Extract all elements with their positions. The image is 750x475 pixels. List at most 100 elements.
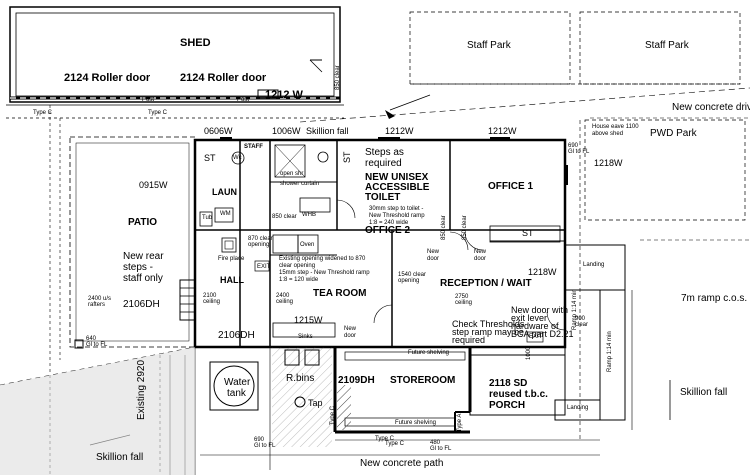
- shower-curtain: shower curtain: [280, 181, 320, 187]
- water-tank-1: Water: [224, 377, 251, 388]
- opening-note-4: 1:8 = 120 wide: [279, 277, 319, 283]
- new-door-right-1: New: [474, 249, 487, 255]
- rafters-2: rafters: [88, 302, 106, 308]
- window-0606: 0606W: [204, 126, 233, 136]
- type-c-4: Type C: [385, 441, 405, 447]
- roller-door-left: 2124 Roller door: [64, 72, 151, 84]
- rear-steps-1: New rear: [123, 251, 164, 262]
- water-tank-shape: [209, 349, 320, 411]
- gl-fl-left-2: Gl to FL: [86, 342, 108, 348]
- steps-required-1: Steps as: [365, 147, 404, 158]
- rafters-1: 2400 u/s: [88, 296, 112, 302]
- door-1000: 1000: [526, 346, 532, 360]
- gl-fl-mid-2: Gl to FL: [430, 446, 452, 452]
- unisex-toilet-1: NEW UNISEX: [365, 172, 429, 183]
- porch-line-1: 2118 SD: [489, 378, 528, 389]
- pwd-park: PWD Park: [650, 128, 697, 139]
- sinks-label: Sinks: [298, 334, 313, 340]
- check-note-3: required: [452, 335, 486, 345]
- unisex-toilet-2: ACCESSIBLE: [365, 182, 430, 193]
- ceiling-hall-2: ceiling: [203, 299, 221, 305]
- tap-label: Tap: [308, 398, 323, 408]
- patio-label: PATIO: [128, 217, 158, 228]
- landing-bottom: Landing: [567, 405, 589, 411]
- exit-note-1: New door with: [511, 305, 569, 315]
- existing-2920: Existing 2920: [136, 359, 147, 420]
- clear-850-b: 850 clear: [441, 215, 447, 240]
- wc-label: Wc: [233, 155, 242, 161]
- clear-850-c: 850 clear: [462, 215, 468, 240]
- gl-top-1: 690: [568, 143, 579, 149]
- clear-870-2: opening: [248, 242, 270, 248]
- tub-label: Tub: [202, 215, 213, 221]
- clear-1540-2: opening: [398, 278, 420, 284]
- tea-room-label: TEA ROOM: [313, 288, 367, 299]
- concrete-path: New concrete path: [360, 458, 444, 469]
- window-2109: 2109DH: [338, 375, 375, 386]
- exit-note-4: BCA part D2.21: [511, 329, 574, 339]
- fire-place-label: Fire place: [218, 256, 245, 262]
- reception-label: RECEPTION / WAIT: [440, 278, 532, 289]
- st-label-2: ST: [342, 151, 352, 163]
- window-1212b: 1212W: [488, 126, 517, 136]
- gl-fl-mid-1: 480: [430, 440, 441, 446]
- window-1218a: 1218W: [594, 158, 623, 168]
- exit-note-3: hardware of: [511, 321, 559, 331]
- patio-outline: [69, 136, 196, 349]
- ceiling-tea-1: 2400: [276, 293, 290, 299]
- ceiling-rec-2: ceiling: [455, 300, 473, 306]
- exit-rec: EXIT: [529, 334, 543, 340]
- clear-900-2: clear: [575, 322, 589, 328]
- clear-1540-1: 1540 clear: [398, 272, 427, 278]
- clear-900-1: 900: [575, 316, 586, 322]
- ramp-cos: 7m ramp c.o.s.: [681, 293, 748, 304]
- oven-label: Oven: [300, 242, 315, 248]
- opening-note-3: 15mm step - New Threshold ramp: [279, 270, 370, 276]
- roller-door-right: 2124 Roller door: [180, 72, 267, 84]
- window-1215: 1215W: [294, 315, 323, 325]
- new-door-tea-2: door: [344, 333, 357, 339]
- new-door-mid-1: New: [427, 249, 440, 255]
- future-shelving-bottom: Future shelving: [395, 420, 437, 426]
- window-2106-hall: 2106DH: [218, 330, 255, 341]
- clear-870-1: 870 clear: [248, 236, 273, 242]
- storeroom-label: STOREROOM: [390, 375, 456, 386]
- porch-line-2: reused t.b.c.: [489, 389, 548, 400]
- landing-top: Landing: [583, 262, 605, 268]
- type-a-label: Type A: [457, 413, 463, 432]
- house-eave-2: above shed: [592, 131, 624, 137]
- step-note-1: 30mm step to toilet -: [369, 206, 424, 212]
- post-right: Post: [237, 97, 250, 103]
- rear-steps-2: steps -: [123, 262, 154, 273]
- gl-fl-left-1: 640: [86, 336, 97, 342]
- office-2-label: OFFICE 2: [365, 225, 411, 236]
- office-1-label: OFFICE 1: [488, 181, 534, 192]
- unisex-toilet-3: TOILET: [365, 192, 401, 203]
- window-1006: 1006W: [272, 126, 301, 136]
- skillion-fall-top: Skillion fall: [306, 126, 349, 136]
- building-walls: [193, 137, 568, 349]
- gl-top-2: Gl to FL: [568, 149, 590, 155]
- pwd-park-outline: [584, 119, 746, 221]
- ceiling-tea-2: ceiling: [276, 299, 294, 305]
- step-note-2: New Threshold ramp: [369, 213, 425, 219]
- new-door-tea-1: New: [344, 326, 357, 332]
- exit-note-2: exit lever: [511, 313, 548, 323]
- shed-outline: [6, 6, 344, 119]
- skillion-fall-right: Skillion fall: [680, 387, 728, 398]
- ceiling-rec-1: 2750: [455, 294, 469, 300]
- window-2106-left: 2106DH: [123, 299, 160, 310]
- staff-park-left: Staff Park: [467, 40, 511, 51]
- type-c-3: Type C: [375, 436, 395, 442]
- shed-window: 1212 W: [265, 89, 303, 101]
- wm-label: WM: [220, 211, 231, 217]
- future-shelving: Future shelving: [408, 350, 450, 356]
- laundry-label: LAUN: [212, 187, 237, 197]
- st-label-3: ST: [522, 228, 534, 238]
- porch-line-3: PORCH: [489, 400, 526, 411]
- opening-note-1: Existing opening widened to 870: [279, 256, 366, 262]
- staff-park-right: Staff Park: [645, 40, 689, 51]
- house-eave-1: House eave 1100: [592, 124, 639, 130]
- window-0915: 0915W: [139, 180, 168, 190]
